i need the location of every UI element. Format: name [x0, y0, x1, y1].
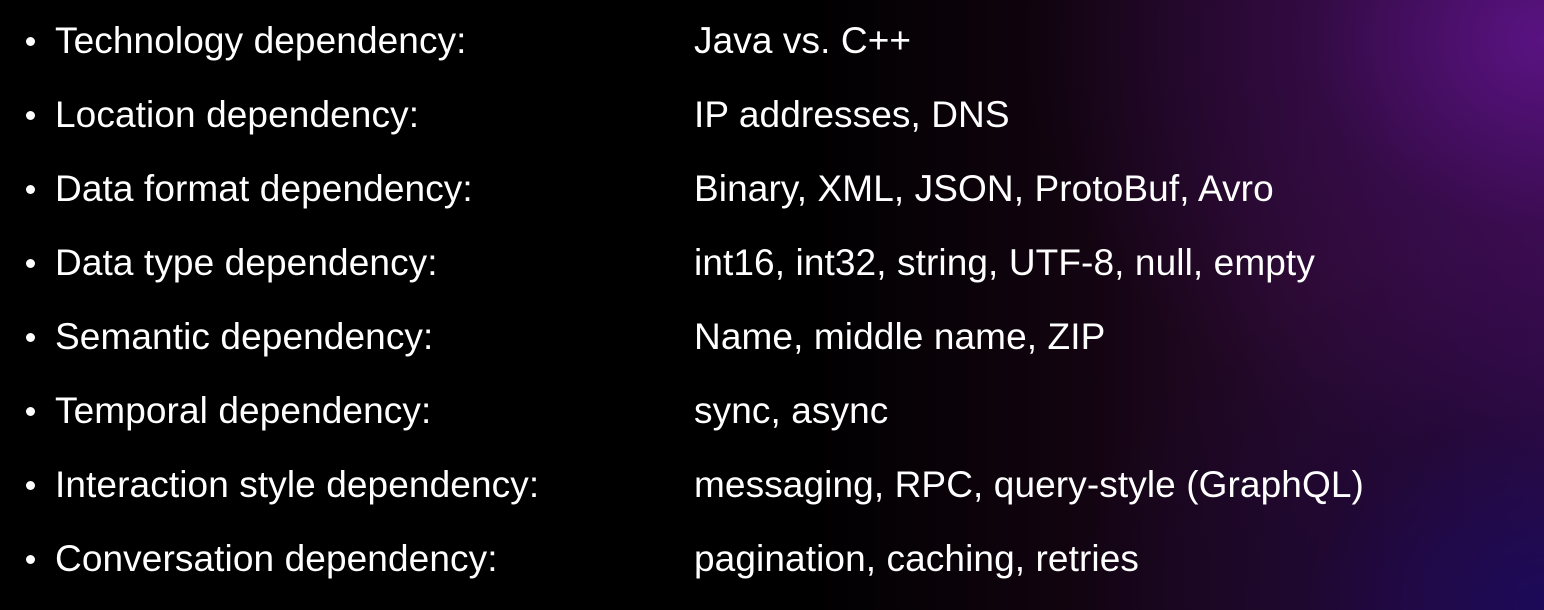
list-item: Technology dependency: Java vs. C++: [0, 4, 1544, 78]
dependency-example: sync, async: [694, 390, 889, 431]
list-item: Data format dependency: Binary, XML, JSO…: [0, 152, 1544, 226]
dependency-example: int16, int32, string, UTF-8, null, empty: [694, 242, 1315, 283]
dependency-example: messaging, RPC, query-style (GraphQL): [694, 464, 1364, 505]
bullet-icon: [26, 554, 35, 564]
bullet-icon: [26, 184, 35, 194]
dependency-label: Semantic dependency:: [55, 316, 434, 357]
list-item: Temporal dependency: sync, async: [0, 374, 1544, 448]
bullet-icon: [26, 406, 35, 416]
dependency-label: Conversation dependency:: [55, 538, 498, 579]
dependency-example: IP addresses, DNS: [694, 94, 1010, 135]
dependency-label: Interaction style dependency:: [55, 464, 540, 505]
list-item: Semantic dependency: Name, middle name, …: [0, 300, 1544, 374]
dependency-example: Name, middle name, ZIP: [694, 316, 1106, 357]
dependency-list: Technology dependency: Java vs. C++ Loca…: [0, 4, 1544, 596]
dependency-label: Data format dependency:: [55, 168, 473, 209]
dependency-label: Temporal dependency:: [55, 390, 432, 431]
dependency-label: Technology dependency:: [55, 20, 467, 61]
dependency-example: pagination, caching, retries: [694, 538, 1140, 579]
list-item: Data type dependency: int16, int32, stri…: [0, 226, 1544, 300]
dependency-label: Location dependency:: [55, 94, 420, 135]
dependency-example: Java vs. C++: [694, 20, 912, 61]
dependency-label: Data type dependency:: [55, 242, 438, 283]
dependency-example: Binary, XML, JSON, ProtoBuf, Avro: [694, 168, 1274, 209]
list-item: Location dependency: IP addresses, DNS: [0, 78, 1544, 152]
list-item: Conversation dependency: pagination, cac…: [0, 522, 1544, 596]
bullet-icon: [26, 332, 35, 342]
bullet-icon: [26, 480, 35, 490]
bullet-icon: [26, 110, 35, 120]
list-item: Interaction style dependency: messaging,…: [0, 448, 1544, 522]
bullet-icon: [26, 36, 35, 46]
bullet-icon: [26, 258, 35, 268]
